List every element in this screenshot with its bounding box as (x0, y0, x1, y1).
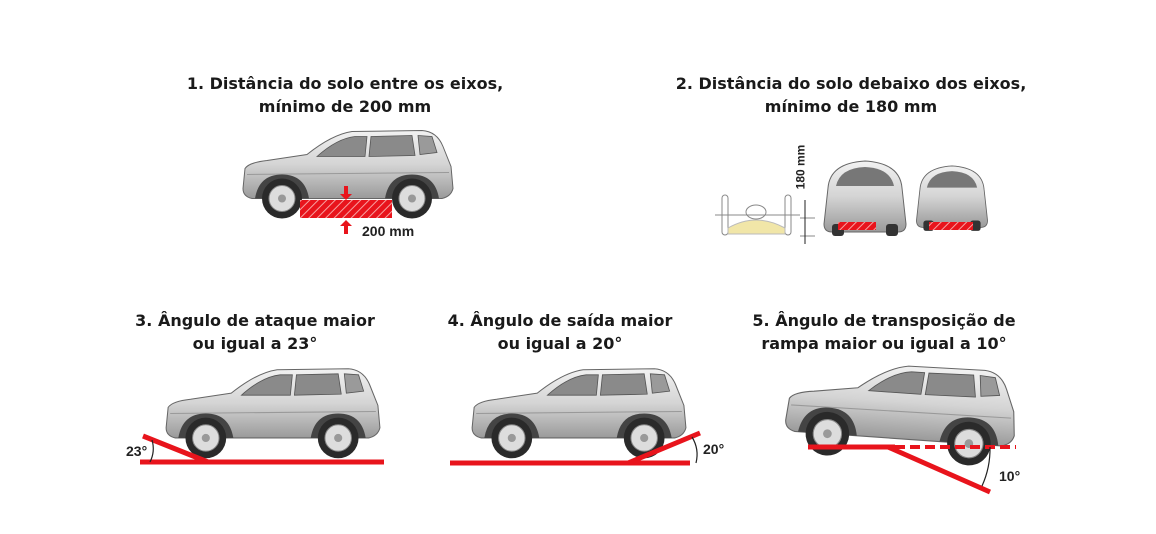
angle-20: 20° (703, 441, 725, 457)
departure-line (627, 430, 701, 466)
clearance-zone (300, 200, 392, 218)
title-line-2: ou igual a 23° (192, 334, 318, 353)
panel-1-title: 1. Distância do solo entre os eixos, mín… (187, 72, 503, 118)
panel-2-illustration (715, 194, 815, 244)
measure-180mm: 180 mm (793, 144, 808, 190)
angle-10: 10° (999, 468, 1021, 484)
panel-2-title: 2. Distância do solo debaixo dos eixos, … (676, 72, 1027, 118)
breakover-line (886, 444, 992, 495)
arrow-down-icon (340, 186, 352, 200)
title-line-1: 5. Ângulo de transposição de (752, 311, 1016, 330)
panel-3-title: 3. Ângulo de ataque maior ou igual a 23° (135, 309, 375, 355)
panel-4-title: 4. Ângulo de saída maior ou igual a 20° (448, 309, 673, 355)
arrow-up-icon (340, 220, 352, 234)
panel-5-illustration (782, 356, 1020, 495)
suv-rear-view (915, 165, 989, 232)
clearance-zone-front (838, 222, 876, 230)
panel-1-illustration (242, 129, 454, 234)
title-line-2: rampa maior ou igual a 10° (761, 334, 1007, 353)
angle-23: 23° (126, 443, 148, 459)
panel-4-illustration (450, 368, 701, 466)
approach-line (142, 433, 209, 465)
suv-side-view (165, 368, 381, 459)
panel-3-illustration (140, 368, 384, 465)
title-line-1: 4. Ângulo de saída maior (447, 311, 673, 330)
suv-side-view (471, 368, 687, 459)
title-line-2: mínimo de 200 mm (258, 97, 432, 116)
title-line-2: ou igual a 20° (497, 334, 623, 353)
angle-arc (691, 436, 698, 464)
title-line-1: 3. Ângulo de ataque maior (135, 311, 375, 330)
title-line-1: 2. Distância do solo debaixo dos eixos, (675, 74, 1027, 93)
clearance-zone-rear (929, 222, 973, 230)
panel-5-title: 5. Ângulo de transposição de rampa maior… (752, 309, 1015, 355)
angle-arc (149, 439, 154, 463)
angle-arc (981, 446, 991, 487)
measure-200mm: 200 mm (362, 223, 415, 239)
title-line-1: 1. Distância do solo entre os eixos, (186, 74, 504, 93)
title-line-2: mínimo de 180 mm (764, 97, 938, 116)
